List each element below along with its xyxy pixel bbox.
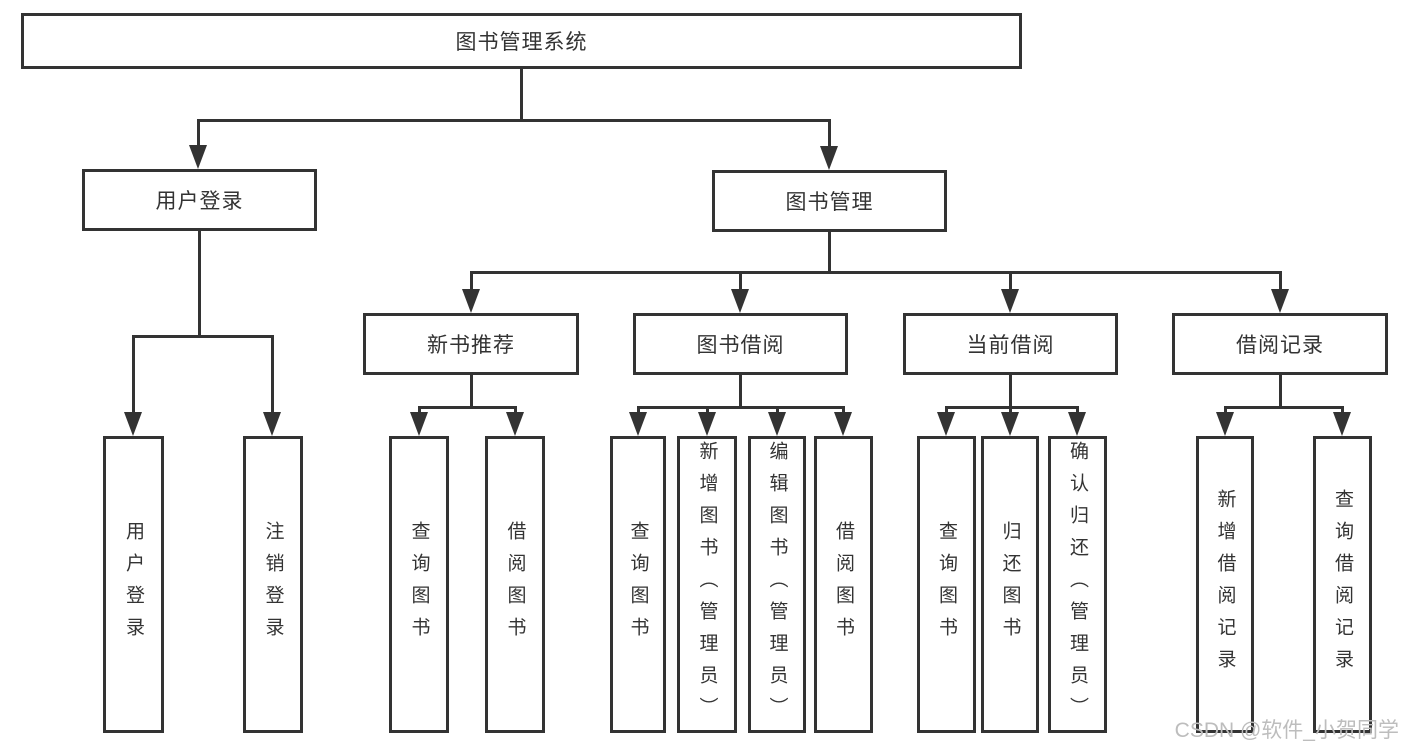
node-current-borrow: 当前借阅 [903, 313, 1118, 375]
connector-hline [945, 406, 1079, 409]
node-label: 用户登录 [155, 190, 244, 213]
node-label: 注销登录 [262, 520, 284, 649]
node-label: 图书管理 [785, 191, 874, 214]
node-label: 借阅图书 [504, 520, 526, 649]
arrow-down-icon [410, 412, 428, 436]
arrow-down-icon [731, 289, 749, 313]
node-label: 新书推荐 [427, 334, 515, 357]
arrow-down-icon [698, 412, 716, 436]
connector-vline [470, 375, 473, 409]
connector-vline [1009, 375, 1012, 409]
connector-vline [828, 232, 831, 274]
connector-vline [198, 230, 201, 338]
connector-vline [271, 338, 274, 416]
arrow-down-icon [1216, 412, 1234, 436]
node-label: 查询借阅记录 [1332, 488, 1353, 681]
node-bb-query: 查询图书 [610, 436, 666, 733]
connector-vline [520, 69, 523, 122]
node-user-login: 用户登录 [82, 169, 317, 231]
connector-hline [132, 335, 274, 338]
connector-hline [637, 406, 845, 409]
node-label: 归还图书 [999, 520, 1021, 649]
node-br-add: 新增借阅记录 [1196, 436, 1254, 733]
arrow-down-icon [937, 412, 955, 436]
connector-vline [1279, 375, 1282, 409]
connector-vline [132, 338, 135, 416]
arrow-down-icon [1068, 412, 1086, 436]
node-nbr-query: 查询图书 [389, 436, 449, 733]
node-bb-edit: 编辑图书（管理员） [748, 436, 806, 733]
node-cb-query: 查询图书 [917, 436, 976, 733]
node-label: 查询图书 [408, 520, 430, 649]
arrow-down-icon [263, 412, 281, 436]
connector-vline [739, 274, 742, 293]
connector-vline [739, 375, 742, 409]
node-label: 确认归还（管理员） [1067, 440, 1088, 729]
arrow-down-icon [768, 412, 786, 436]
node-book-mgmt: 图书管理 [712, 170, 947, 232]
arrow-down-icon [1333, 412, 1351, 436]
node-new-book-rec: 新书推荐 [363, 313, 579, 375]
node-label: 新增图书（管理员） [696, 440, 718, 729]
arrow-down-icon [629, 412, 647, 436]
node-cb-confirm: 确认归还（管理员） [1048, 436, 1107, 733]
connector-vline [470, 274, 473, 293]
node-root: 图书管理系统 [21, 13, 1022, 69]
connector-vline [1279, 274, 1282, 293]
connector-hline [1224, 406, 1344, 409]
connector-hline [418, 406, 517, 409]
node-label: 查询图书 [936, 520, 957, 649]
connector-hline [197, 119, 831, 122]
arrow-down-icon [506, 412, 524, 436]
node-label: 图书借阅 [696, 334, 785, 357]
connector-vline [1009, 274, 1012, 293]
arrow-down-icon [820, 146, 838, 170]
arrow-down-icon [1001, 289, 1019, 313]
node-nbr-borrow: 借阅图书 [485, 436, 545, 733]
node-bb-borrow: 借阅图书 [814, 436, 873, 733]
node-label: 借阅记录 [1236, 334, 1324, 357]
node-label: 查询图书 [627, 520, 649, 649]
arrow-down-icon [834, 412, 852, 436]
arrow-down-icon [462, 289, 480, 313]
node-label: 用户登录 [123, 520, 144, 649]
arrow-down-icon [1001, 412, 1019, 436]
watermark: CSDN @软件_小贺同学 [1174, 719, 1399, 742]
connector-vline [197, 122, 200, 149]
node-br-query: 查询借阅记录 [1313, 436, 1372, 733]
arrow-down-icon [189, 145, 207, 169]
node-label: 图书管理系统 [455, 31, 588, 54]
node-borrow-records: 借阅记录 [1172, 313, 1388, 375]
connector-vline [828, 122, 831, 150]
connector-hline [470, 271, 1282, 274]
arrow-down-icon [124, 412, 142, 436]
arrow-down-icon [1271, 289, 1289, 313]
node-leaf-user-login: 用户登录 [103, 436, 164, 733]
node-label: 新增借阅记录 [1214, 488, 1236, 681]
node-label: 编辑图书（管理员） [766, 440, 788, 729]
node-leaf-logout: 注销登录 [243, 436, 303, 733]
node-book-borrow: 图书借阅 [633, 313, 848, 375]
node-bb-add: 新增图书（管理员） [677, 436, 737, 733]
node-label: 当前借阅 [966, 334, 1055, 357]
node-label: 借阅图书 [833, 520, 854, 649]
node-cb-return: 归还图书 [981, 436, 1039, 733]
